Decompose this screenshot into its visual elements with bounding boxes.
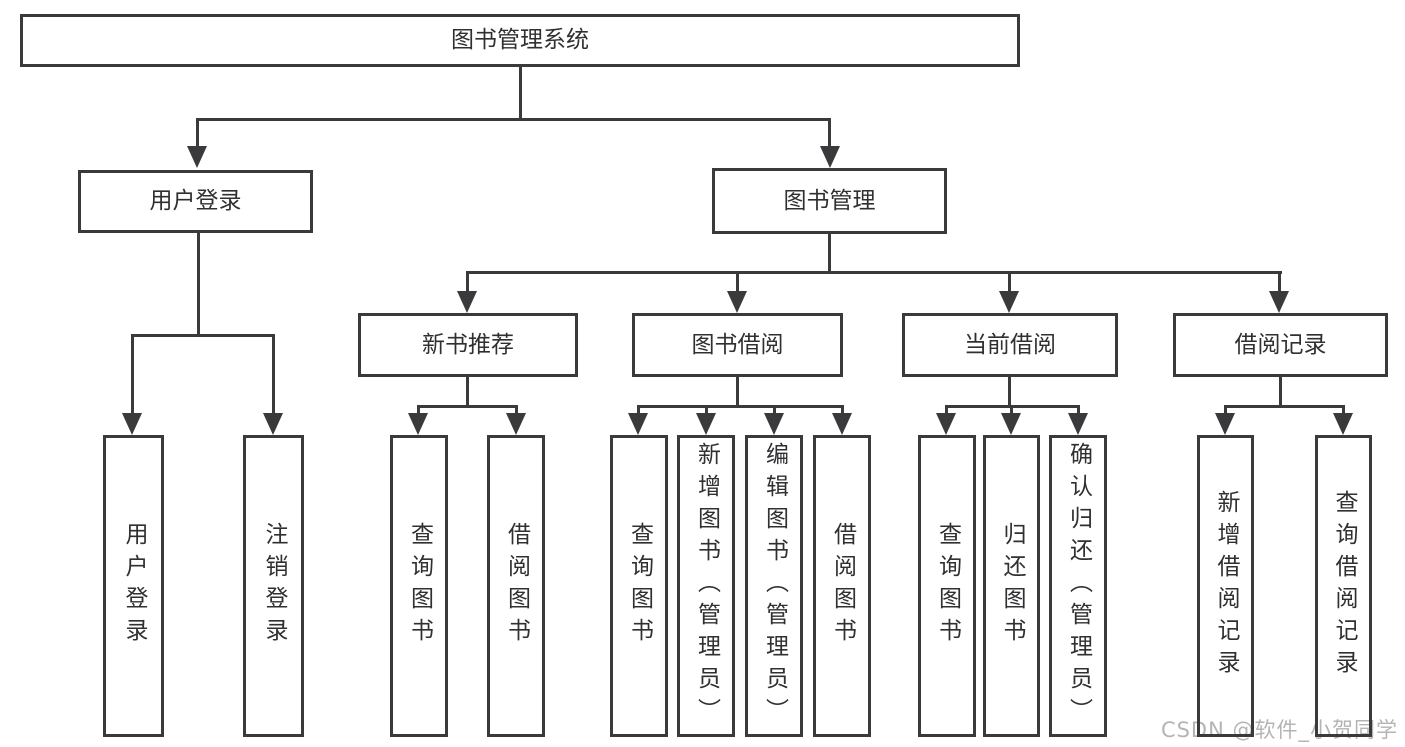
connector-line bbox=[417, 405, 518, 408]
connector-line bbox=[1278, 271, 1281, 293]
arrowhead-down-icon bbox=[122, 413, 142, 435]
arrowhead-down-icon bbox=[457, 291, 477, 313]
connector-line bbox=[773, 405, 776, 415]
connector-line bbox=[1077, 405, 1080, 415]
node-book-management: 图书管理 bbox=[712, 168, 947, 234]
connector-line bbox=[705, 405, 708, 415]
arrowhead-down-icon bbox=[628, 413, 648, 435]
connector-line bbox=[196, 118, 831, 121]
connector-line bbox=[945, 405, 948, 415]
leaf-query-books-current: 查询图书 bbox=[918, 435, 976, 737]
arrowhead-down-icon bbox=[936, 413, 956, 435]
node-label: 查询图书 bbox=[626, 522, 653, 650]
connector-line bbox=[1224, 405, 1345, 408]
connector-line bbox=[828, 234, 831, 274]
connector-line bbox=[466, 271, 1282, 274]
arrowhead-down-icon bbox=[1001, 413, 1021, 435]
connector-line bbox=[1010, 405, 1013, 415]
node-label: 图书借阅 bbox=[691, 331, 784, 358]
leaf-confirm-return-admin: 确认归还（管理员） bbox=[1049, 435, 1107, 737]
node-label: 新书推荐 bbox=[422, 331, 514, 358]
connector-line bbox=[519, 66, 522, 120]
node-borrow-records: 借阅记录 bbox=[1173, 313, 1388, 377]
arrowhead-down-icon bbox=[263, 413, 283, 435]
connector-line bbox=[417, 405, 420, 415]
connector-line bbox=[1008, 377, 1011, 407]
arrowhead-down-icon bbox=[1215, 413, 1235, 435]
node-new-book-recommend: 新书推荐 bbox=[358, 313, 578, 377]
node-user-login: 用户登录 bbox=[78, 170, 313, 233]
csdn-watermark: CSDN @软件_小贺同学 bbox=[1160, 718, 1398, 742]
arrowhead-down-icon bbox=[832, 413, 852, 435]
node-library-system: 图书管理系统 bbox=[20, 14, 1020, 67]
node-label: 图书管理系统 bbox=[451, 27, 589, 53]
node-label: 图书管理 bbox=[783, 187, 876, 214]
connector-line bbox=[736, 377, 739, 407]
connector-line bbox=[131, 334, 134, 413]
connector-line bbox=[841, 405, 844, 415]
node-label: 新增图书（管理员） bbox=[693, 442, 720, 730]
node-label: 用户登录 bbox=[121, 522, 147, 650]
connector-line bbox=[272, 334, 275, 413]
leaf-borrow-books-recommend: 借阅图书 bbox=[487, 435, 545, 737]
leaf-edit-books-admin: 编辑图书（管理员） bbox=[745, 435, 803, 737]
leaf-user-login: 用户登录 bbox=[103, 435, 164, 737]
arrowhead-down-icon bbox=[764, 413, 784, 435]
node-label: 借阅图书 bbox=[829, 522, 856, 650]
connector-line bbox=[1279, 377, 1282, 407]
leaf-query-borrow-record: 查询借阅记录 bbox=[1315, 435, 1372, 737]
node-label: 查询图书 bbox=[934, 522, 961, 650]
node-label: 借阅记录 bbox=[1234, 331, 1327, 358]
connector-line bbox=[1224, 405, 1227, 415]
arrowhead-down-icon bbox=[727, 291, 747, 313]
connector-line bbox=[1008, 271, 1011, 293]
connector-line bbox=[828, 118, 831, 148]
node-label: 确认归还（管理员） bbox=[1065, 442, 1092, 730]
connector-line bbox=[466, 377, 469, 407]
leaf-logout: 注销登录 bbox=[243, 435, 304, 737]
node-label: 编辑图书（管理员） bbox=[761, 442, 788, 730]
connector-line bbox=[131, 334, 275, 337]
node-label: 当前借阅 bbox=[964, 331, 1056, 358]
node-label: 借阅图书 bbox=[503, 522, 530, 650]
node-label: 新增借阅记录 bbox=[1213, 490, 1239, 682]
connector-line bbox=[515, 405, 518, 415]
node-label: 归还图书 bbox=[999, 522, 1025, 650]
leaf-return-books: 归还图书 bbox=[983, 435, 1040, 737]
arrowhead-down-icon bbox=[820, 146, 840, 168]
leaf-borrow-books: 借阅图书 bbox=[813, 435, 871, 737]
connector-line bbox=[637, 405, 844, 408]
connector-line bbox=[466, 271, 469, 293]
arrowhead-down-icon bbox=[696, 413, 716, 435]
node-label: 查询图书 bbox=[406, 522, 433, 650]
connector-line bbox=[196, 118, 199, 148]
arrowhead-down-icon bbox=[1269, 291, 1289, 313]
arrowhead-down-icon bbox=[506, 413, 526, 435]
arrowhead-down-icon bbox=[187, 146, 207, 168]
arrowhead-down-icon bbox=[408, 413, 428, 435]
leaf-add-borrow-record: 新增借阅记录 bbox=[1197, 435, 1254, 737]
node-current-borrowing: 当前借阅 bbox=[902, 313, 1118, 377]
node-label: 查询借阅记录 bbox=[1331, 490, 1357, 682]
arrowhead-down-icon bbox=[1333, 413, 1353, 435]
node-label: 注销登录 bbox=[261, 522, 287, 650]
arrowhead-down-icon bbox=[1068, 413, 1088, 435]
leaf-query-books: 查询图书 bbox=[610, 435, 668, 737]
connector-line bbox=[197, 233, 200, 337]
node-label: 用户登录 bbox=[149, 188, 242, 214]
connector-line bbox=[1342, 405, 1345, 415]
connector-line bbox=[637, 405, 640, 415]
node-book-borrowing: 图书借阅 bbox=[632, 313, 843, 377]
arrowhead-down-icon bbox=[999, 291, 1019, 313]
leaf-add-books-admin: 新增图书（管理员） bbox=[677, 435, 735, 737]
connector-line bbox=[736, 271, 739, 293]
leaf-query-books-recommend: 查询图书 bbox=[390, 435, 448, 737]
